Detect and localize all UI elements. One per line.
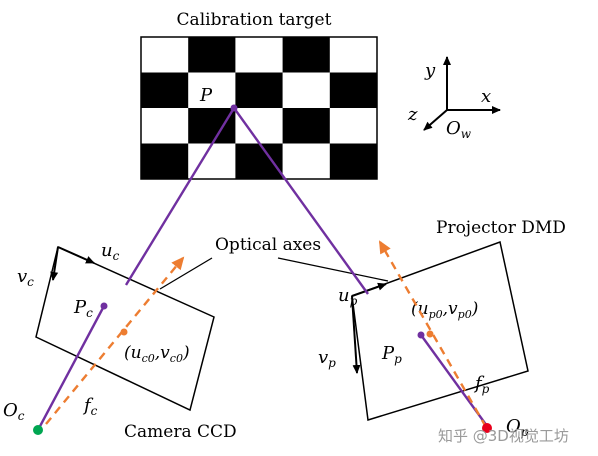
checker-square — [282, 143, 331, 180]
projector-u-axis — [351, 282, 387, 297]
camera-origin-label: Oc — [3, 400, 25, 423]
checker-square — [141, 143, 189, 180]
checker-square — [329, 108, 378, 144]
projector-optical-axis — [378, 240, 488, 428]
checker-square — [235, 143, 283, 180]
world-x-label: x — [481, 86, 491, 107]
camera-v-label: vc — [17, 266, 34, 289]
camera-ccd-title: Camera CCD — [124, 422, 237, 442]
checker-square — [282, 108, 331, 144]
projector-u-label: up — [338, 285, 358, 308]
camera-origin-dot — [33, 425, 43, 435]
projector-pp-dot — [417, 331, 425, 339]
projector-origin-dot — [482, 423, 492, 433]
point-p-dot — [230, 104, 238, 112]
world-origin-label: Ow — [446, 118, 472, 141]
optical-axes-pointer-camera — [159, 257, 213, 290]
camera-principal-dot — [120, 328, 128, 336]
camera-pc-label: Pc — [73, 297, 93, 320]
checker-square — [235, 72, 283, 109]
projector-focal-label: fp — [473, 373, 490, 396]
camera-ray — [124, 107, 236, 286]
camera-focal-label: fc — [82, 395, 98, 418]
checkerboard-border — [140, 36, 378, 180]
checker-square — [329, 37, 378, 73]
camera-image-plane — [35, 245, 215, 412]
point-p-label: P — [199, 85, 213, 106]
watermark: 知乎 @3D视觉工坊 — [438, 427, 569, 445]
checker-square — [235, 108, 283, 144]
checker-square — [188, 108, 236, 144]
world-y-label: y — [424, 60, 436, 81]
world-axes: y x z Ow — [407, 56, 501, 141]
camera-image-ray — [36, 305, 106, 431]
checker-square — [329, 72, 378, 109]
camera-principal-point-label: (uc0,vc0) — [124, 343, 190, 365]
projector-origin-label: Op — [506, 416, 529, 439]
optical-axes-pointer-projector — [277, 257, 389, 282]
checker-square — [282, 37, 331, 73]
world-z-axis — [423, 109, 448, 131]
calibration-target-title: Calibration target — [177, 10, 332, 30]
checker-square — [235, 37, 283, 73]
checker-square — [282, 72, 331, 109]
checker-square — [141, 37, 189, 73]
checker-square — [329, 143, 378, 180]
projector-v-label: vp — [318, 347, 336, 370]
checker-square — [188, 37, 236, 73]
projector-v-axis — [351, 295, 361, 374]
projector-image-plane — [351, 241, 529, 421]
world-z-label: z — [407, 104, 418, 125]
projector-principal-point-label: (up0,vp0) — [411, 299, 478, 321]
camera-pc-dot — [100, 302, 108, 310]
projector-principal-dot — [426, 330, 434, 338]
camera-u-axis — [57, 246, 95, 264]
checker-square — [188, 72, 236, 109]
checkerboard — [141, 37, 378, 180]
projector-ray — [233, 107, 369, 295]
checker-square — [141, 72, 189, 109]
checker-square — [188, 143, 236, 180]
camera-optical-axis — [45, 256, 185, 425]
projector-pp-label: Pp — [381, 343, 402, 366]
projector-dmd-title: Projector DMD — [436, 218, 566, 238]
optical-axes-label: Optical axes — [215, 235, 321, 255]
checker-square — [141, 108, 189, 144]
camera-v-axis — [50, 246, 59, 281]
camera-u-label: uc — [101, 240, 120, 263]
